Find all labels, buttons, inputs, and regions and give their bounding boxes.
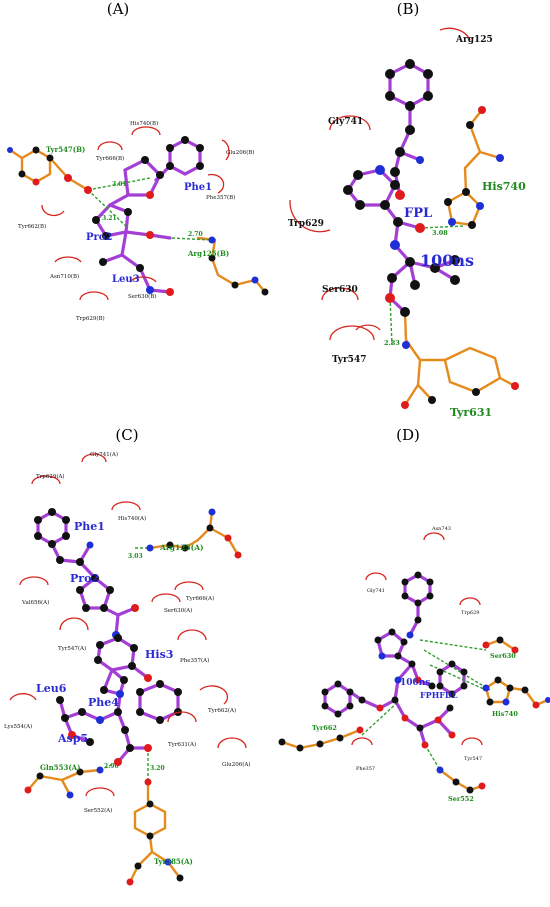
residue-tyr547-d: Tyr547 (464, 756, 482, 762)
distance-b1: 3.08 (432, 229, 448, 237)
residue-tyr662b: Tyr662(B) (18, 223, 46, 230)
residue-lys554a: Lys554(A) (4, 723, 32, 730)
ligand-d (323, 573, 466, 747)
residue-tyr666a: Tyr666(A) (186, 595, 214, 602)
atoms-a (7, 136, 269, 296)
residue-trp629-d: Trp629 (461, 610, 479, 616)
distance-a3: 2.70 (188, 231, 203, 238)
ligand-b (346, 62, 457, 314)
atoms-c (24, 508, 242, 886)
distance-a2: 3.21 (102, 215, 117, 222)
distance-a1: 3.01 (112, 181, 127, 188)
residue-his3-c: His3 (145, 648, 173, 661)
hbond-b2 (389, 297, 393, 346)
hydrophobic-arcs-c (9, 453, 247, 797)
residue-ser630-b: Ser630 (322, 285, 358, 295)
hydrophobic-arcs-a (41, 126, 230, 301)
residue-tyr631-b: Tyr631 (450, 406, 492, 419)
residue-trp629-b: Trp629 (288, 219, 324, 229)
hbond-d4 (361, 701, 399, 736)
residue-pro2-c: Pro2 (70, 572, 99, 585)
atoms-b (343, 59, 519, 409)
atoms-d (278, 571, 550, 794)
residue-arg125a: Arg125(A) (159, 543, 204, 552)
panel-a: 3.01 3.21 2.70 Phe1 P (7, 120, 269, 322)
residue-val656a: Val656(A) (21, 599, 49, 606)
residue-tyr662a: Tyr662(A) (208, 707, 236, 714)
residue-arg125b: Arg125(B) (187, 249, 229, 258)
hydrophobic-arcs-d (351, 532, 483, 746)
panel-c: 3.03 2.90 3.20 (4, 451, 250, 886)
his740-structure (446, 108, 502, 227)
hbond-a2 (87, 189, 129, 229)
panel-label-a: (A) (107, 0, 130, 18)
residue-tyr666b: Tyr666(B) (96, 155, 124, 162)
distance-c3: 3.20 (150, 765, 165, 772)
residue-his740-d: His740 (492, 710, 518, 718)
residue-gly741-d: Gly741 (367, 588, 385, 594)
distance-c2: 2.90 (104, 763, 119, 770)
residue-trp629b: Trp629(B) (76, 315, 105, 322)
residue-tyr547b: Tyr547(B) (46, 145, 85, 154)
arg125-structure (196, 236, 267, 294)
residue-tyr662-d: Tyr662 (312, 724, 337, 732)
residue-gly741a: Gly741(A) (90, 451, 118, 458)
time-label-b: 100ns (420, 251, 474, 270)
residue-pro2-a: Pro2 (86, 232, 112, 243)
his740-d-structure (484, 678, 550, 707)
ser552-d-structure (438, 768, 484, 792)
residue-asp5-c: Asp5 (57, 732, 88, 745)
residue-tyr547a: Tyr547(A) (58, 645, 86, 652)
panel-b: 3.08 2.83 Arg125 Gly7 (288, 27, 526, 419)
residue-phe357b: Phe357(B) (206, 194, 235, 201)
residue-asn710b: Asn710(B) (49, 273, 79, 280)
residue-his740-b: His740 (482, 180, 526, 193)
residue-phe357-d: Phe357 (356, 766, 375, 772)
residue-tyr585a: Tyr585(A) (154, 857, 193, 866)
residue-phe357a: Phe357(A) (180, 657, 209, 664)
residue-glu206a: Glu206(A) (222, 761, 250, 768)
residue-ser552a: Ser552(A) (84, 807, 112, 814)
hbond-a1 (87, 177, 151, 191)
hbond-b1 (419, 225, 466, 229)
panel-label-c: (C) (115, 426, 138, 444)
hbond-d1 (419, 639, 487, 651)
residue-gln553a: Gln553(A) (40, 763, 80, 772)
residue-his740a: His740(A) (118, 515, 146, 522)
residue-ser630b: Ser630(B) (128, 293, 156, 300)
residue-ser552-d: Ser552 (448, 795, 474, 803)
residue-phe4-c: Phe4 (88, 696, 119, 709)
residue-trp629a: Trp629(A) (36, 473, 65, 480)
residue-his740b: His740(B) (130, 120, 158, 127)
hbond-a3 (171, 237, 213, 241)
panel-label-d: (D) (396, 426, 420, 444)
residue-tyr547-b: Tyr547 (332, 355, 366, 365)
ligand-label-d: FPHFDL (420, 690, 458, 700)
ligand-label-b: FPL (404, 206, 432, 221)
residue-arg125-b: Arg125 (455, 35, 493, 45)
residue-glu206b: Glu206(B) (226, 149, 255, 156)
residue-phe1-a: Phe1 (184, 182, 212, 193)
residue-ser630a: Ser630(A) (164, 607, 192, 614)
panel-label-b: (B) (397, 0, 420, 18)
residue-phe1-c: Phe1 (74, 520, 105, 533)
hydrophobic-arcs-b (289, 27, 471, 341)
residue-gly741-b: Gly741 (328, 117, 363, 127)
ligand-c (36, 510, 180, 764)
hbond-d5 (424, 744, 441, 771)
residue-leu6-c: Leu6 (36, 682, 67, 695)
hbond-d2 (423, 649, 491, 691)
tyr631-structure (403, 310, 517, 407)
residue-leu3-a: Leu3 (112, 274, 140, 285)
panel-d: Asn743 Gly741 Trp629 Ser630 His740 Tyr66… (278, 526, 550, 803)
distance-b2: 2.83 (384, 339, 400, 347)
distance-c1: 3.03 (128, 553, 143, 560)
time-label-d: 100ns (400, 678, 430, 688)
residue-tyr631a: Tyr631(A) (168, 741, 196, 748)
residue-asn743-d: Asn743 (431, 526, 451, 532)
residue-ser630-d: Ser630 (490, 652, 516, 660)
